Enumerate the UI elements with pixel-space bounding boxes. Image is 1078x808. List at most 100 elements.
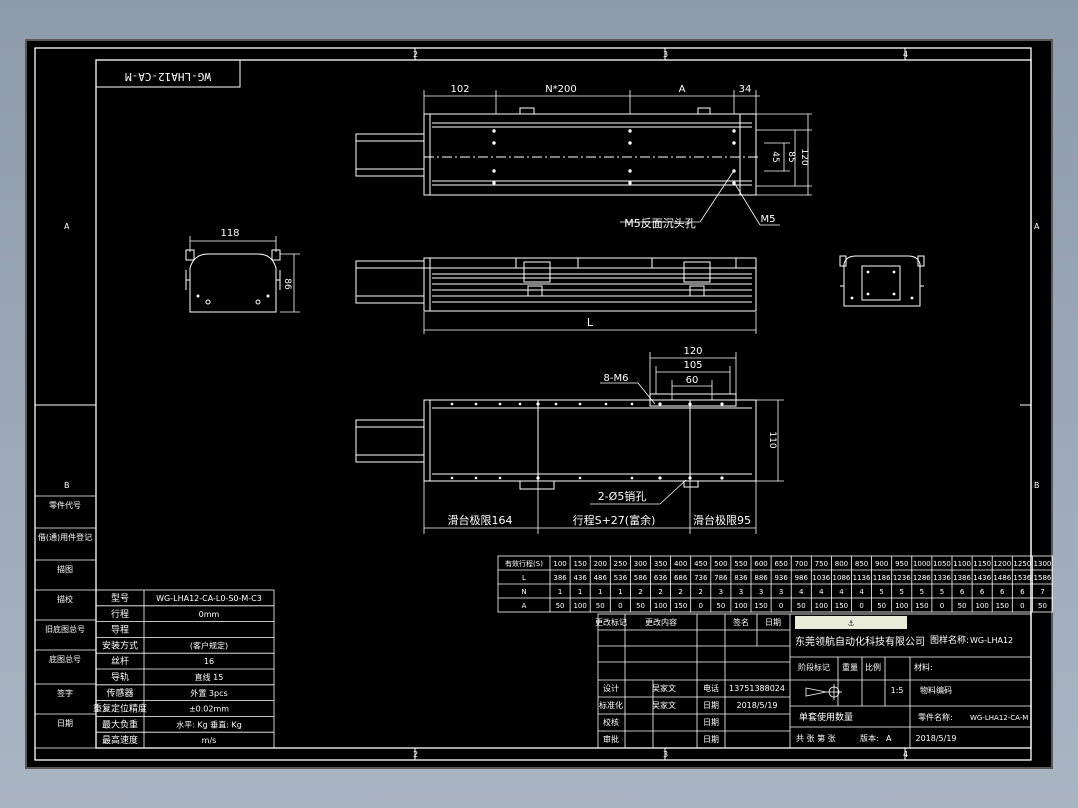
- end-view-right-dots: [850, 270, 914, 300]
- left-strip-label: 日期: [57, 719, 73, 728]
- dim-45: 45: [770, 151, 780, 162]
- stroke-table-cell: 836: [734, 574, 748, 582]
- spec-label: 导轨: [111, 671, 129, 683]
- rev-header-mark: 更改标记: [595, 617, 627, 627]
- spec-label: 最高速度: [102, 734, 138, 746]
- design-label: 设计: [603, 683, 619, 693]
- stroke-table-stroke: 500: [714, 560, 727, 568]
- stroke-table-stroke: 450: [694, 560, 707, 568]
- stroke-table-cell: 7: [1040, 588, 1044, 596]
- left-strip-label: 零件代号: [49, 500, 81, 510]
- spec-value: ±0.02mm: [189, 705, 229, 714]
- stroke-table-stroke: 650: [774, 560, 787, 568]
- stroke-table-cell: 686: [674, 574, 688, 582]
- dim-120-top: 120: [799, 148, 809, 165]
- dim-118: 118: [220, 228, 239, 239]
- left-strip-label: 借(通)用件登记: [38, 532, 92, 542]
- date-label-2: 日期: [703, 718, 719, 727]
- stroke-table-stroke: 1100: [953, 560, 971, 568]
- dim-l: L: [587, 316, 594, 329]
- zone-bottom-3: 3: [663, 750, 668, 759]
- stroke-table-cell: 436: [573, 574, 587, 582]
- part-name-label: 零件名称:: [918, 712, 953, 722]
- stroke-table-cell: 936: [774, 574, 788, 582]
- check-label: 校核: [603, 717, 619, 727]
- stroke-table-stroke: 1250: [1013, 560, 1031, 568]
- spec-value: 外置 3pcs: [190, 688, 227, 698]
- stage-label: 阶段标记: [798, 662, 830, 672]
- stroke-table-cell: 636: [654, 574, 668, 582]
- stroke-table-row-label: N: [521, 588, 526, 596]
- stroke-table-cell: 3: [759, 588, 763, 596]
- stroke-table-cell: 50: [1038, 602, 1047, 610]
- left-strip-label: 签字: [57, 688, 73, 698]
- stroke-table-stroke: 1050: [933, 560, 951, 568]
- stroke-table-cell: 1: [598, 588, 602, 596]
- stroke-table-cell: 2: [699, 588, 703, 596]
- stroke-table-stroke: 250: [614, 560, 627, 568]
- stroke-table-cell: 100: [815, 602, 828, 610]
- left-strip-label: 描图: [57, 564, 73, 574]
- spec-value: WG-LHA12-CA-L0-S0-M-C3: [156, 594, 262, 603]
- rev-header-content: 更改内容: [645, 617, 677, 627]
- inner-frame: [95, 59, 1032, 749]
- stroke-table-stroke: 300: [634, 560, 647, 568]
- design-name: 吴家文: [652, 683, 676, 693]
- stroke-table-cell: 50: [797, 602, 806, 610]
- material-code-label: 物料编码: [920, 685, 952, 695]
- scale-value: 1:5: [891, 686, 904, 695]
- stroke-table-cell: 2: [638, 588, 642, 596]
- stroke-table-cell: 1186: [873, 574, 891, 582]
- spec-value: (客户规定): [190, 640, 228, 650]
- stroke-table-cell: 50: [958, 602, 967, 610]
- dim-110: 110: [767, 431, 777, 448]
- spec-label: 行程: [111, 608, 129, 620]
- spec-value: 0mm: [199, 610, 220, 619]
- stroke-table-cell: 1086: [833, 574, 851, 582]
- spec-value: 直线 15: [195, 672, 224, 682]
- weight-label: 重量: [842, 662, 858, 672]
- stroke-table-cell: 986: [795, 574, 809, 582]
- stroke-table-cell: 3: [739, 588, 743, 596]
- spec-label: 导程: [111, 625, 129, 636]
- note-pin-hole: 2-Ø5销孔: [598, 489, 647, 503]
- approve-label: 审批: [603, 734, 619, 744]
- stroke-table-stroke: 800: [835, 560, 848, 568]
- stroke-table-cell: 5: [879, 588, 883, 596]
- stroke-table-cell: 2: [678, 588, 682, 596]
- dim-n200: N*200: [545, 84, 577, 95]
- stroke-table-stroke: 700: [795, 560, 808, 568]
- zone-right-b: B: [1034, 481, 1040, 490]
- stroke-table-cell: 886: [754, 574, 768, 582]
- zone-bottom-4: 4: [903, 750, 908, 759]
- stroke-table-cell: 786: [714, 574, 728, 582]
- zone-right-a: A: [1034, 222, 1040, 231]
- date-label-1: 日期: [703, 701, 719, 710]
- stroke-table-cell: 6: [980, 588, 985, 596]
- stroke-table-cell: 4: [839, 588, 844, 596]
- stroke-table-cell: 5: [940, 588, 944, 596]
- stroke-table-row-label: A: [522, 602, 527, 610]
- stroke-table-cell: 1: [578, 588, 582, 596]
- stroke-table-stroke: 350: [654, 560, 667, 568]
- stroke-table-cell: 0: [699, 602, 703, 610]
- stroke-table-cell: 100: [975, 602, 988, 610]
- stroke-table-header: 有效行程(S): [505, 559, 543, 568]
- end-view-right: [839, 255, 925, 307]
- top-view-holes: [492, 129, 736, 185]
- stroke-table-stroke: 150: [573, 560, 586, 568]
- left-strip-label: 底图总号: [49, 654, 81, 664]
- stroke-table-stroke: 100: [553, 560, 566, 568]
- code-box-text: WG-LHA12-CA-M: [125, 70, 211, 83]
- left-strip-label: 描校: [57, 594, 73, 604]
- stroke-table-cell: 736: [694, 574, 708, 582]
- stroke-table-cell: 0: [859, 602, 863, 610]
- stroke-table-cell: 1136: [853, 574, 871, 582]
- stroke-table-cell: 50: [556, 602, 565, 610]
- dim-120-bottom: 120: [683, 346, 702, 357]
- bottom-view: [355, 352, 784, 534]
- spec-label: 重复定位精度: [93, 703, 147, 715]
